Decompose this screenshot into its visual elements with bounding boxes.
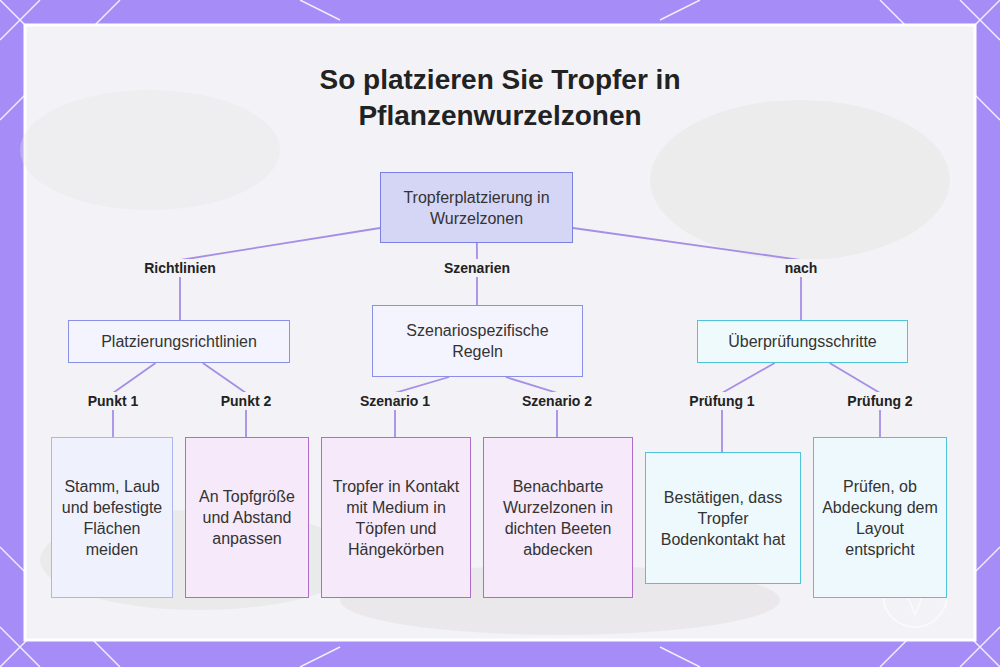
edge-label: nach xyxy=(782,259,821,277)
node-text: Benachbarte Wurzelzonen in dichten Beete… xyxy=(492,476,624,560)
lattice-line xyxy=(300,0,340,20)
node-text: Prüfen, ob Abdeckung dem Layout entspric… xyxy=(822,476,938,560)
diagram-title: So platzieren Sie Tropfer in Pflanzenwur… xyxy=(270,62,730,134)
photo-blur xyxy=(20,90,280,210)
node-text: Stamm, Laub und befestigte Flächen meide… xyxy=(60,476,164,560)
node-text: Platzierungsrichtlinien xyxy=(101,331,257,352)
edge-label: Szenario 2 xyxy=(519,392,595,410)
edge-label: Szenarien xyxy=(441,259,513,277)
leaf-box: Stamm, Laub und befestigte Flächen meide… xyxy=(51,437,173,598)
leaf-box: Tropfer in Kontakt mit Medium in Töpfen … xyxy=(321,437,471,598)
leaf-box: Bestätigen, dass Tropfer Bodenkontakt ha… xyxy=(645,452,801,584)
node-text: An Topfgröße und Abstand anpassen xyxy=(194,486,300,549)
blurred-photo xyxy=(20,90,950,635)
edge-label: Prüfung 1 xyxy=(686,392,757,410)
lattice-line xyxy=(660,647,700,667)
node-text: Bestätigen, dass Tropfer Bodenkontakt ha… xyxy=(654,487,792,550)
node-text: Szenariospezifische Regeln xyxy=(381,320,574,362)
edge-label: Punkt 2 xyxy=(218,392,275,410)
category-box: Szenariospezifische Regeln xyxy=(372,305,583,377)
connector-line xyxy=(573,228,801,320)
category-box: Platzierungsrichtlinien xyxy=(68,320,290,363)
edge-label: Szenario 1 xyxy=(357,392,433,410)
node-text: Tropferplatzierung in Wurzelzonen xyxy=(389,187,564,229)
node-text: Überprüfungsschritte xyxy=(728,331,877,352)
lattice-line xyxy=(300,647,340,667)
photo-blur xyxy=(650,100,950,260)
category-box: Überprüfungsschritte xyxy=(697,320,908,363)
leaf-box: An Topfgröße und Abstand anpassen xyxy=(185,437,309,598)
leaf-box: Benachbarte Wurzelzonen in dichten Beete… xyxy=(483,437,633,598)
leaf-box: Prüfen, ob Abdeckung dem Layout entspric… xyxy=(813,437,947,598)
edge-label: Prüfung 2 xyxy=(844,392,915,410)
edge-label: Richtlinien xyxy=(141,259,219,277)
lattice-line xyxy=(660,0,700,20)
node-text: Tropfer in Kontakt mit Medium in Töpfen … xyxy=(330,476,462,560)
root-box: Tropferplatzierung in Wurzelzonen xyxy=(380,172,573,243)
edge-label: Punkt 1 xyxy=(85,392,142,410)
